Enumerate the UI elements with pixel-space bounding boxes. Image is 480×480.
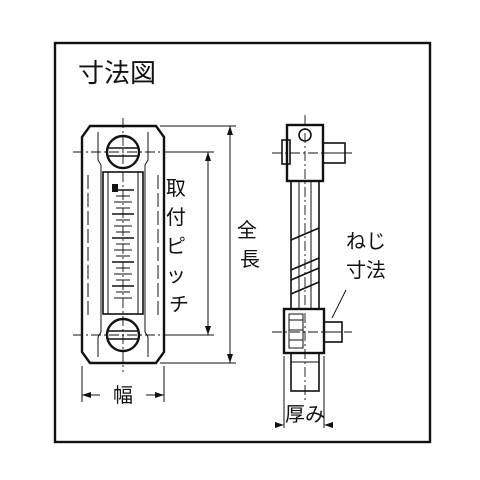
mounting-pitch-dimension: [170, 151, 214, 336]
drawing-title: 寸法図: [78, 59, 156, 89]
width-label: 幅: [113, 383, 133, 407]
drawing-frame: [53, 41, 432, 444]
thread-size-label-line2: 寸法: [346, 258, 386, 282]
mounting-pitch-label: 取 付 ピ ッ チ: [166, 176, 192, 316]
width-dimension: [81, 366, 165, 402]
thread-leader-line: [331, 289, 347, 319]
front-view: [73, 118, 174, 372]
thickness-label: 厚み: [285, 402, 325, 426]
overall-length-label: 全 長: [237, 218, 263, 271]
side-view: [272, 115, 352, 400]
overall-length-dimension: [160, 125, 236, 364]
thread-size-label-line1: ねじ: [346, 229, 386, 253]
thickness-dimension: [275, 356, 333, 428]
